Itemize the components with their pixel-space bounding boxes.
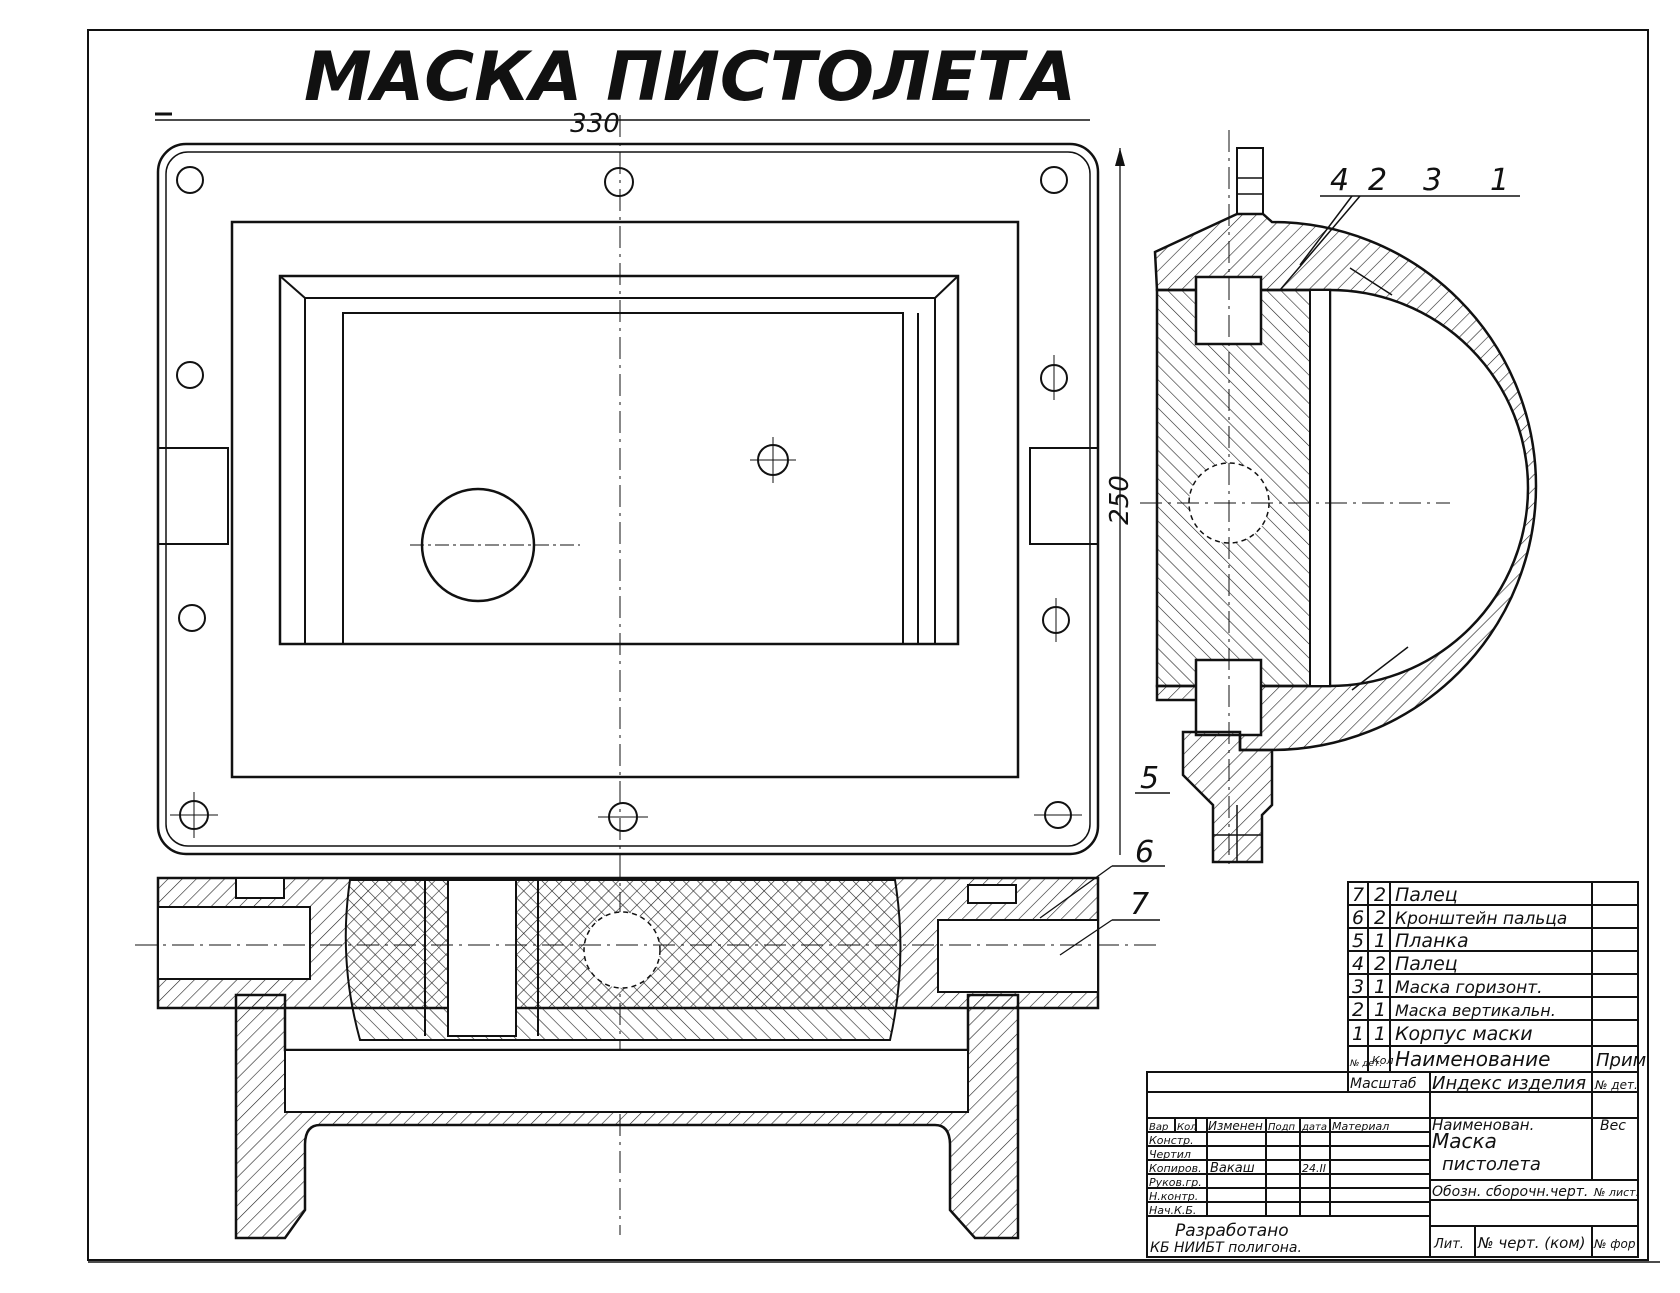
parts-header-pos: № дет.: [1349, 1059, 1382, 1069]
role-label: Констр.: [1149, 1134, 1194, 1147]
role-label: Чертил: [1149, 1148, 1191, 1161]
front-section-view: 6 7: [135, 835, 1165, 1240]
parts-row-pos: 3: [1352, 976, 1364, 998]
parts-row-pos: 6: [1352, 907, 1364, 929]
dimension-height-label: 250: [1105, 475, 1135, 525]
plan-view: 330: [155, 109, 1135, 1235]
callout-1: 1: [1490, 163, 1509, 198]
role-label: Копиров.: [1149, 1162, 1202, 1175]
col-header: Наименован.: [1432, 1116, 1534, 1134]
parts-row-name: Корпус маски: [1395, 1023, 1533, 1045]
product-name-line2: пистолета: [1442, 1154, 1541, 1175]
parts-header-qty: Кол: [1372, 1054, 1394, 1067]
side-section-view: 4 2 3 1 5: [1135, 130, 1538, 870]
drawing-title: МАСКА ПИСТОЛЕТА: [304, 38, 1076, 117]
parts-row-qty: 2: [1374, 884, 1386, 906]
parts-row-pos: 5: [1352, 930, 1364, 952]
sheet-count-label: № лист.: [1593, 1186, 1639, 1199]
col-header: Вес: [1600, 1118, 1626, 1134]
product-name-line1: Маска: [1432, 1129, 1497, 1153]
col-header: Вар: [1149, 1122, 1168, 1133]
copied-date: 24.II: [1302, 1162, 1326, 1175]
footer-cell: № фор: [1593, 1237, 1636, 1251]
parts-row-name: Маска вертикальн.: [1395, 1001, 1556, 1020]
callout-3: 3: [1423, 163, 1442, 198]
parts-list-text: 7 2 Палец 6 2 Кронштейн пальца 5 1 Планк…: [1349, 884, 1646, 1071]
parts-row-pos: 1: [1352, 1023, 1364, 1045]
parts-row-qty: 1: [1374, 930, 1386, 952]
col-header: Материал: [1332, 1120, 1389, 1133]
dimension-width-label: 330: [570, 109, 620, 139]
assembly-label: Обозн. сборочн.черт.: [1432, 1184, 1588, 1200]
parts-row-pos: 2: [1352, 999, 1364, 1021]
sheet-no-label: № дет.: [1594, 1078, 1638, 1092]
footer-left-line2: КБ НИИБТ полигона.: [1150, 1240, 1302, 1256]
parts-header-name: Наименование: [1395, 1047, 1550, 1071]
callout-7: 7: [1130, 887, 1149, 922]
col-header: Изменен: [1208, 1119, 1263, 1133]
scale-label: Масштаб: [1350, 1076, 1417, 1092]
parts-row-name: Кронштейн пальца: [1395, 909, 1567, 929]
sheet-frame: [87, 29, 1660, 1263]
footer-left-line1: Разработано: [1175, 1221, 1289, 1241]
parts-row-name: Планка: [1395, 930, 1469, 952]
parts-row-qty: 1: [1374, 976, 1386, 998]
callout-2: 2: [1368, 163, 1387, 198]
parts-row-qty: 1: [1374, 999, 1386, 1021]
bolt-holes: [170, 166, 1082, 838]
title-block: [1146, 1071, 1639, 1258]
parts-row-name: Палец: [1395, 884, 1458, 906]
parts-row-qty: 2: [1374, 907, 1386, 929]
callout-4: 4: [1330, 163, 1349, 198]
footer-cell: Лит.: [1433, 1237, 1464, 1252]
parts-row-qty: 1: [1374, 1023, 1386, 1045]
parts-row-qty: 2: [1374, 953, 1386, 975]
col-header: Кол: [1177, 1122, 1197, 1133]
callout-6: 6: [1135, 835, 1154, 870]
footer-cell: № черт. (ком): [1477, 1234, 1586, 1252]
index-label: Индекс изделия: [1432, 1073, 1586, 1094]
callout-5: 5: [1140, 761, 1159, 796]
parts-header-note: Прим: [1596, 1050, 1646, 1071]
role-label: Нач.К.Б.: [1149, 1204, 1196, 1217]
role-label: Руков.гр.: [1149, 1176, 1202, 1189]
parts-row-name: Маска горизонт.: [1395, 978, 1543, 998]
col-header: Подп: [1268, 1122, 1296, 1133]
parts-row-name: Палец: [1395, 953, 1458, 975]
parts-row-pos: 7: [1352, 884, 1364, 906]
role-label: Н.контр.: [1149, 1190, 1198, 1203]
title-block-text: Масштаб Индекс изделия № дет. Вар Кол Из…: [1149, 1073, 1639, 1256]
copied-by-signature: Вакаш: [1210, 1161, 1255, 1176]
col-header: дата: [1301, 1122, 1327, 1133]
parts-row-pos: 4: [1352, 953, 1364, 975]
